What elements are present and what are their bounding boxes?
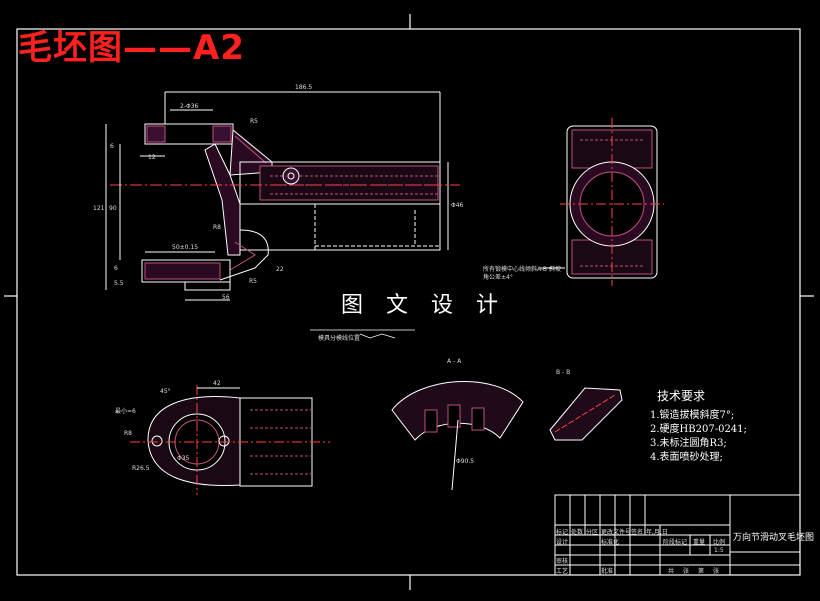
dim-label: 121 [93, 205, 105, 212]
page-title: 毛坯图——A2 [18, 28, 245, 68]
note-leader [310, 329, 415, 339]
tb-label: 分区 [586, 529, 599, 536]
parting-note: 所有锻模中心线倾斜A-B 斜坡角公差±4° [483, 266, 561, 281]
tb-label: 年,月,日 [646, 529, 668, 536]
tech-item: 4.表面喷砂处理; [650, 452, 723, 463]
tb-label: 设计 [556, 539, 569, 546]
drawing-frame [4, 14, 814, 590]
end-view [540, 118, 664, 286]
section-bb-label: B - B [556, 369, 571, 376]
drawing-title: 万向节滑动叉毛坯图 [733, 533, 815, 543]
tb-label: 比例 [713, 539, 726, 546]
dim-label: R8 [213, 224, 221, 231]
dim-label: 50±0.15 [172, 244, 199, 251]
section-aa-label: A - A [447, 358, 462, 365]
dim-label: 90 [109, 205, 117, 212]
tb-label: 批准 [601, 568, 614, 575]
tb-label: 标准化 [601, 539, 620, 546]
dim-label: 22 [276, 266, 284, 273]
dim-label: Φ46 [451, 202, 464, 209]
dim-label: Φ90.5 [456, 458, 475, 465]
tb-label: 标记 [556, 529, 569, 536]
dim-label: 186.5 [295, 84, 313, 91]
small-note: 模具分模线位置 [318, 335, 361, 342]
tech-item: 3.未标注圆角R3; [650, 438, 727, 449]
dim-label: 5.5 [114, 280, 124, 287]
dim-label: 6 [114, 265, 118, 272]
tech-title: 技术要求 [657, 389, 706, 403]
dim-label: Φ35 [177, 455, 190, 462]
dim-label: R26.5 [132, 465, 150, 472]
tb-label: 签名 [631, 529, 644, 536]
dim-label: 最小=6 [115, 408, 136, 415]
title-block [554, 494, 801, 576]
dim-label: R8 [124, 430, 132, 437]
dim-label: 56 [222, 294, 230, 301]
center-title: 图 文 设 计 [341, 293, 506, 318]
top-view [130, 385, 330, 495]
dim-label: 45° [160, 388, 171, 395]
scale-value: 1:5 [714, 547, 724, 554]
dim-label: 12 [148, 154, 156, 161]
tb-label: 第 [698, 568, 705, 575]
dim-label: 42 [213, 380, 221, 387]
section-aa-view [391, 380, 524, 491]
tb-label: 张 [713, 568, 720, 575]
dim-label: 2-Φ36 [180, 103, 199, 110]
tb-label: 工艺 [556, 568, 569, 575]
tb-label: 共 [668, 568, 675, 575]
tb-label: 处数 [571, 529, 584, 536]
tb-label: 更改文件号 [601, 529, 632, 536]
dim-label: R5 [249, 278, 257, 285]
tech-item: 2.硬度HB207-0241; [650, 424, 747, 435]
tb-label: 重量 [693, 539, 706, 546]
main-side-view [105, 91, 460, 301]
section-bb-view [549, 387, 623, 441]
tb-label: 阶段标记 [663, 539, 688, 546]
tb-label: 张 [683, 568, 690, 575]
tech-item: 1.锻造拔模斜度7°; [650, 410, 735, 421]
tb-label: 审核 [556, 558, 569, 565]
dim-label: 6 [110, 143, 114, 150]
dim-label: R5 [250, 118, 258, 125]
